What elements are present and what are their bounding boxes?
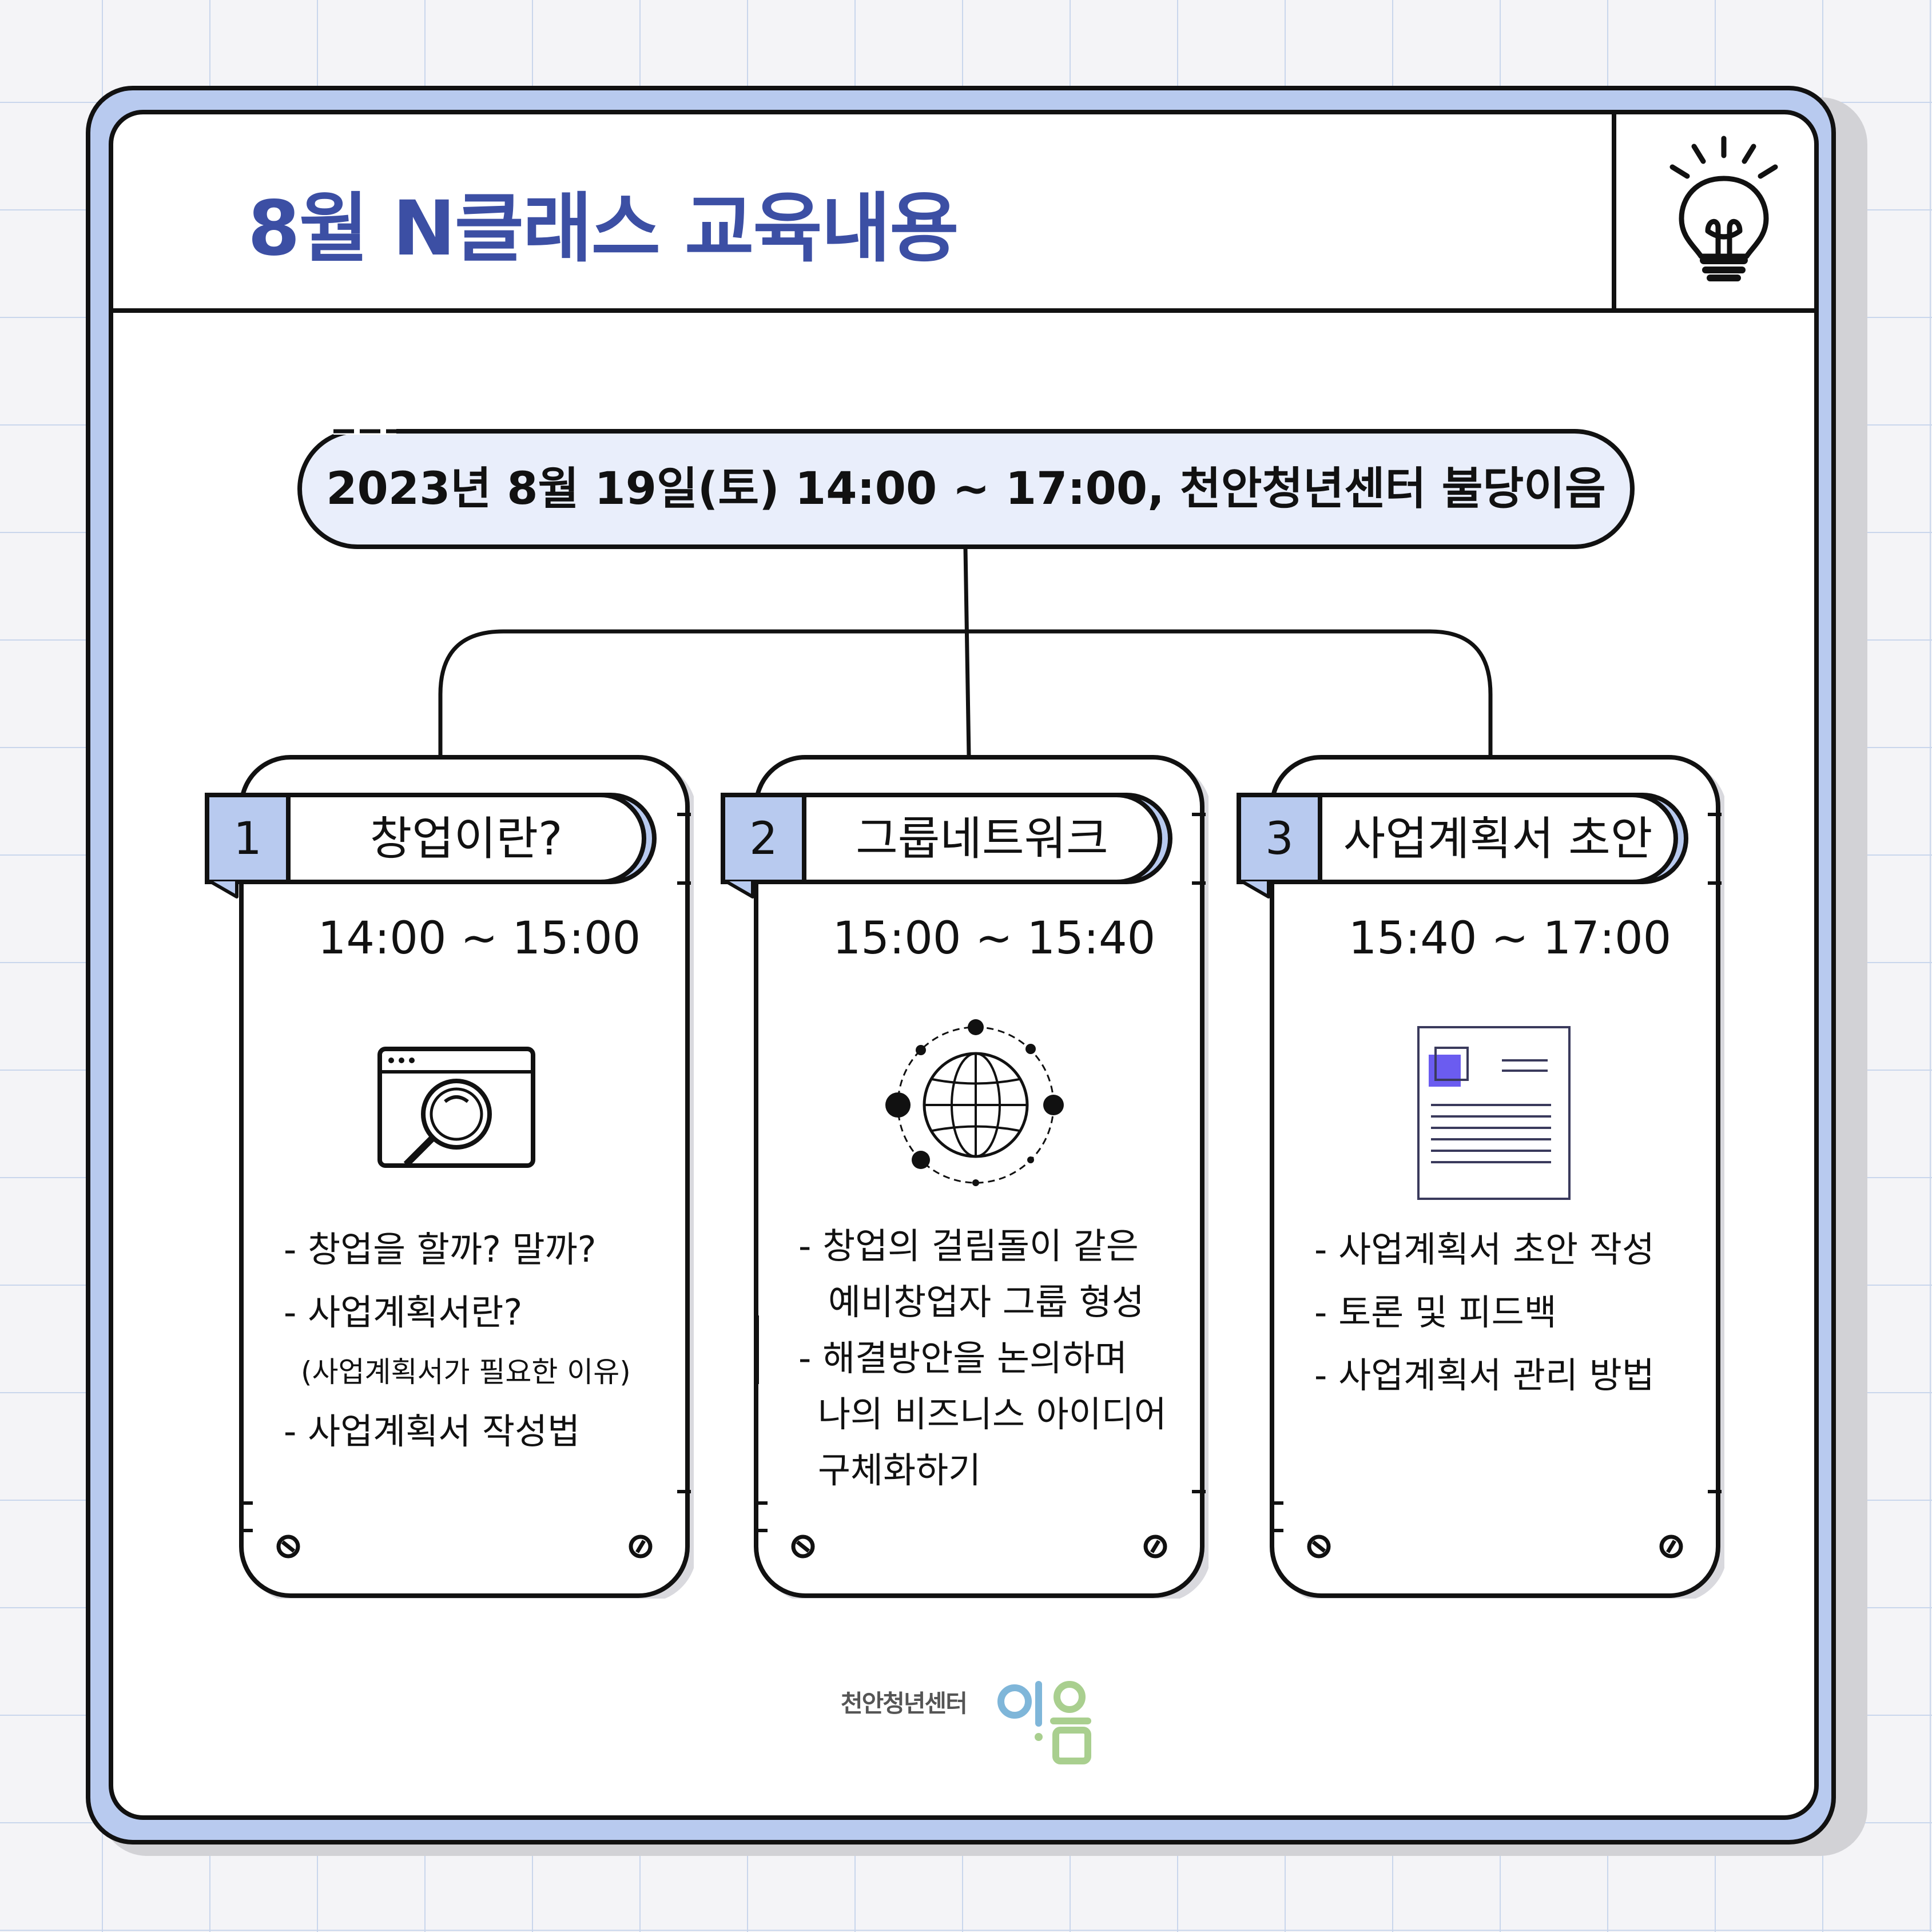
pill-dash-accent bbox=[333, 427, 396, 435]
bullet-item: - 사업계획서 관리 방법 bbox=[1314, 1354, 1655, 1396]
bullet-item: - 창업의 걸림돌이 같은 bbox=[798, 1225, 1139, 1267]
session-bullets: - 창업을 할까? 말까? - 사업계획서란? (사업계획서가 필요한 이유) … bbox=[284, 1218, 684, 1463]
header-divider bbox=[1612, 114, 1616, 311]
session-title: 창업이란? bbox=[286, 793, 646, 884]
session-number: 1 bbox=[205, 793, 291, 884]
session-time: 14:00 ~ 15:00 bbox=[317, 913, 641, 964]
session-bullets: - 창업의 걸림돌이 같은 예비창업자 그룹 형성 - 해결방안을 논의하며 나… bbox=[798, 1218, 1199, 1498]
session-card-2: 그룹네트워크 2 15:00 ~ 15:40 - 창업의 걸림돌이 같은 예비창… bbox=[721, 755, 1209, 1599]
tab-fold bbox=[1237, 880, 1270, 899]
bullet-item: - 사업계획서 초안 작성 bbox=[1314, 1229, 1655, 1270]
bullet-subnote: (사업계획서가 필요한 이유) bbox=[301, 1355, 631, 1389]
bullet-item: - 창업을 할까? 말까? bbox=[284, 1229, 597, 1270]
page-title: 8월 N클래스 교육내용 bbox=[248, 185, 959, 273]
session-title: 사업계획서 초안 bbox=[1318, 793, 1678, 884]
bullet-item: - 사업계획서 작성법 bbox=[284, 1410, 581, 1452]
session-card-1: 창업이란? 1 14:00 ~ 15:00 - 창업을 할까? 말까? - 사업… bbox=[205, 755, 694, 1599]
card-background bbox=[239, 755, 694, 1599]
globe-network-icon bbox=[885, 1019, 1064, 1186]
session-time: 15:00 ~ 15:40 bbox=[832, 913, 1156, 964]
ieum-logo-mark: 이음 bbox=[997, 1681, 1091, 1764]
event-info-pill: 2023년 8월 19일(토) 14:00 ~ 17:00, 천안청년센터 불당… bbox=[297, 429, 1635, 549]
bullet-item: - 토론 및 피드백 bbox=[1314, 1291, 1557, 1333]
session-bullets: - 사업계획서 초안 작성 - 토론 및 피드백 - 사업계획서 관리 방법 bbox=[1314, 1218, 1715, 1407]
session-card-3: 사업계획서 초안 3 15:40 ~ 17:00 - 사업계획서 초안 작성 -… bbox=[1237, 755, 1724, 1599]
tab-fold bbox=[721, 880, 754, 899]
bullet-item: - 사업계획서란? bbox=[284, 1291, 523, 1333]
tab-fold bbox=[205, 880, 238, 899]
session-number: 3 bbox=[1237, 793, 1322, 884]
header-underline bbox=[113, 308, 1814, 313]
bullet-continuation: 예비창업자 그룹 형성 bbox=[828, 1281, 1144, 1323]
bullet-continuation: 나의 비즈니스 아이디어 bbox=[818, 1393, 1167, 1435]
browser-search-icon bbox=[377, 1047, 535, 1168]
card-background bbox=[754, 755, 1209, 1599]
logo-org-name: 천안청년센터 bbox=[841, 1689, 968, 1718]
bullet-item: - 해결방안을 논의하며 bbox=[798, 1337, 1128, 1379]
session-title: 그룹네트워크 bbox=[802, 793, 1162, 884]
lightbulb-icon bbox=[1669, 136, 1778, 281]
session-number: 2 bbox=[721, 793, 806, 884]
bullet-continuation: 구체화하기 bbox=[818, 1449, 981, 1491]
document-icon bbox=[1417, 1026, 1571, 1200]
session-time: 15:40 ~ 17:00 bbox=[1348, 913, 1672, 964]
